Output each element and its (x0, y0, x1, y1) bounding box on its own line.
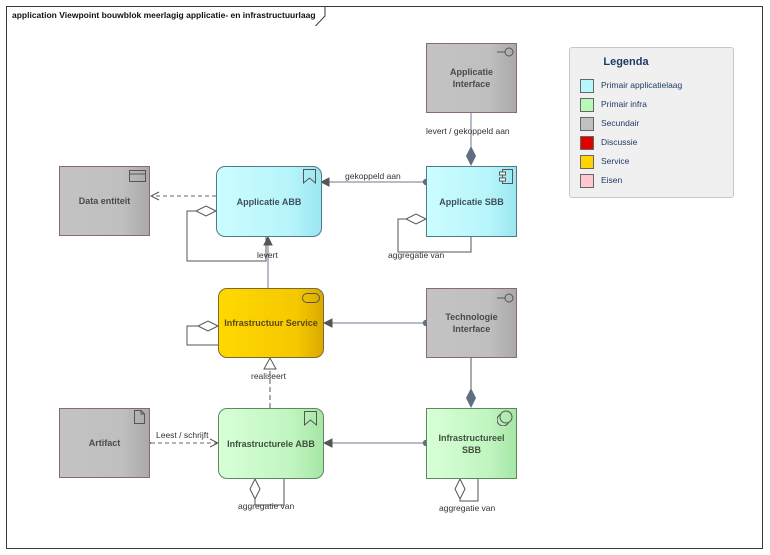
legend-label: Primair applicatielaag (601, 80, 683, 90)
infrastructureel-sbb-label: Infrastructureel SBB (438, 432, 505, 455)
applicatie-abb-node[interactable]: Applicatie ABB (216, 166, 322, 237)
label-levert: levert (257, 250, 278, 260)
legend-swatch (580, 79, 594, 93)
data-object-icon (129, 170, 146, 182)
legend-label: Eisen (601, 175, 623, 185)
legend-swatch (580, 98, 594, 112)
applicatie-sbb-label: Applicatie SBB (439, 196, 504, 207)
system-software-icon (497, 410, 513, 426)
label-aggregatie-abb: aggregatie van (238, 501, 295, 511)
data-entiteit-node[interactable]: Data entiteit (59, 166, 150, 236)
legend-label: Secundair (601, 118, 640, 128)
applicatie-interface-node[interactable]: Applicatie Interface (426, 43, 517, 113)
composition-diamond-2 (466, 388, 476, 408)
title-tab (6, 6, 326, 26)
label-realiseert: realiseert (251, 371, 286, 381)
bookmark-icon (303, 169, 316, 184)
interface-icon-2 (497, 293, 514, 303)
artifact-icon (134, 410, 145, 424)
applicatie-abb-label: Applicatie ABB (236, 196, 302, 207)
bookmark-icon-2 (304, 411, 317, 426)
technologie-interface-label: Technologie Interface (445, 312, 498, 334)
legend-swatch (580, 117, 594, 131)
infrastructureel-sbb-node[interactable]: Infrastructureel SBB (426, 408, 517, 479)
legend-swatch (580, 155, 594, 169)
label-aggregatie-sbb: aggregatie van (388, 250, 445, 260)
applicatie-interface-label: Applicatie Interface (449, 67, 493, 89)
interface-icon (497, 47, 514, 57)
legend-swatch (580, 136, 594, 150)
legend-label: Discussie (601, 137, 638, 147)
legend-swatch (580, 174, 594, 188)
service-icon (302, 293, 320, 303)
diagram-title: application Viewpoint bouwblok meerlagig… (12, 10, 316, 20)
data-entiteit-label: Data entiteit (78, 196, 131, 206)
component-icon (499, 169, 513, 184)
legend-title: Legenda (603, 56, 649, 68)
legend-label: Service (601, 156, 630, 166)
infrastructuur-service-node[interactable]: Infrastructuur Service (218, 288, 324, 358)
technologie-interface-node[interactable]: Technologie Interface (426, 288, 517, 358)
label-levert-gekoppeld: levert / gekoppeld aan (426, 126, 510, 136)
label-leest-schrijft: Leest / schrijft (156, 430, 209, 440)
composition-diamond (466, 146, 476, 166)
label-aggregatie-infra-sbb: aggregatie van (439, 503, 496, 513)
legend-label: Primair infra (601, 99, 647, 109)
infrastructuur-service-label: Infrastructuur Service (224, 318, 318, 328)
legend: Legenda Primair applicatielaag Primair i… (569, 47, 734, 198)
artifact-label: Artifact (88, 438, 121, 448)
infrastructurele-abb-node[interactable]: Infrastructurele ABB (218, 408, 324, 479)
diagram-frame (6, 6, 763, 549)
infrastructurele-abb-label: Infrastructurele ABB (227, 438, 315, 449)
label-gekoppeld-aan: gekoppeld aan (345, 171, 401, 181)
